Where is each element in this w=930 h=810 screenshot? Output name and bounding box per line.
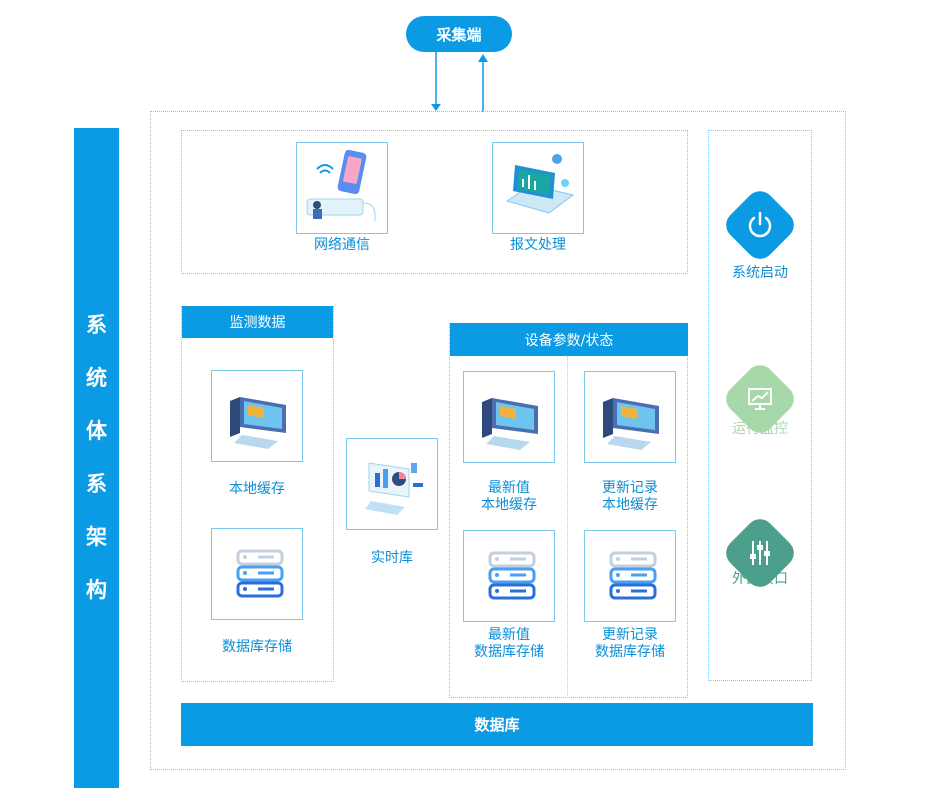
- computer-icon: [230, 397, 286, 449]
- wifi-phone-icon: [306, 149, 376, 221]
- latest-cache-line1: 最新值: [488, 480, 530, 496]
- latest-db-line1: 最新值: [488, 627, 530, 643]
- update-db-label: 更新记录 数据库存储: [574, 627, 686, 661]
- latest-db-label: 最新值 数据库存储: [453, 627, 565, 661]
- laptop-chart-icon: [505, 154, 575, 214]
- update-cache-line2: 本地缓存: [602, 497, 658, 513]
- startup-label: 系统启动: [732, 265, 788, 281]
- realtime-db-label: 实时库: [371, 550, 413, 566]
- message-parse-label: 报文处理: [510, 237, 566, 253]
- server-icon: [236, 549, 284, 598]
- realtime-db-illustration: [346, 438, 438, 530]
- system-frame: [150, 111, 846, 770]
- computer-icon: [603, 398, 659, 450]
- title-char: 构: [86, 578, 107, 602]
- update-cache-line1: 更新记录: [602, 480, 658, 496]
- external-item: [720, 513, 800, 593]
- message-parse-illustration: [492, 142, 584, 234]
- dashboard-icon: [365, 462, 423, 515]
- monitor-chart-icon: [727, 366, 793, 432]
- title-char: 架: [86, 525, 107, 549]
- update-db-line2: 数据库存储: [595, 644, 665, 660]
- collector-node-label: 采集端: [436, 25, 482, 44]
- db-storage-illustration: [211, 528, 303, 620]
- latest-cache-line2: 本地缓存: [481, 497, 537, 513]
- title-char: 系: [86, 472, 107, 496]
- sliders-icon: [727, 520, 793, 586]
- latest-db-line2: 数据库存储: [474, 644, 544, 660]
- update-cache-label: 更新记录 本地缓存: [574, 480, 686, 514]
- connection-arrows: [431, 52, 488, 112]
- db-storage-label: 数据库存储: [222, 639, 292, 655]
- external-label: 外部接口: [732, 571, 788, 587]
- title-char: 系: [86, 313, 107, 337]
- device-title: 设备参数/状态: [524, 332, 614, 349]
- title-char: 体: [86, 419, 107, 443]
- server-icon: [488, 551, 536, 600]
- power-icon: [727, 192, 793, 258]
- network-comm-label: 网络通信: [314, 237, 370, 253]
- device-divider: [567, 356, 568, 698]
- computer-icon: [482, 398, 538, 450]
- startup-item: [720, 185, 800, 265]
- title-char: 统: [86, 366, 107, 390]
- collector-node: 采集端: [406, 16, 512, 52]
- update-db-line1: 更新记录: [602, 627, 658, 643]
- architecture-title-bar: 系 统 体 系 架 构: [74, 128, 119, 788]
- database-label: 数据库: [474, 716, 520, 734]
- device-header: 设备参数/状态: [450, 323, 688, 356]
- network-comm-illustration: [296, 142, 388, 234]
- latest-db-illustration: [463, 530, 555, 622]
- update-cache-illustration: [584, 371, 676, 463]
- update-db-illustration: [584, 530, 676, 622]
- monitor-item: [720, 359, 800, 439]
- server-icon: [609, 551, 657, 600]
- database-bar: 数据库: [181, 703, 813, 746]
- local-cache-illustration: [211, 370, 303, 462]
- monitor-data-title: 监测数据: [229, 315, 286, 331]
- local-cache-label: 本地缓存: [229, 481, 285, 497]
- latest-cache-illustration: [463, 371, 555, 463]
- monitor-data-header: 监测数据: [182, 306, 333, 338]
- control-panel: [708, 130, 812, 681]
- latest-cache-label: 最新值 本地缓存: [453, 480, 565, 514]
- monitor-label: 运行监控: [732, 421, 788, 437]
- network-section: [181, 130, 688, 274]
